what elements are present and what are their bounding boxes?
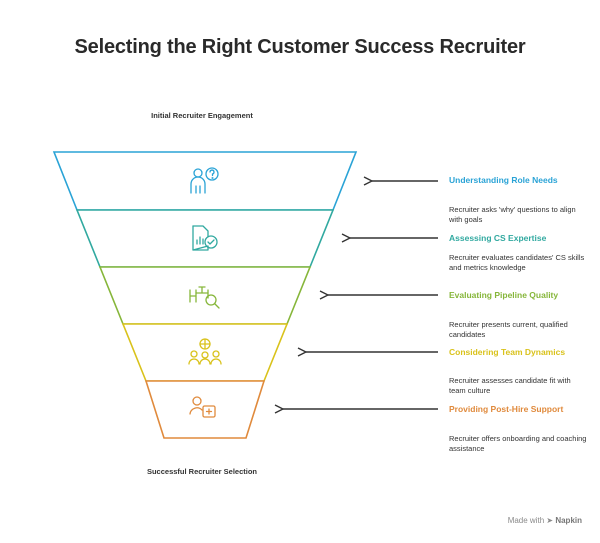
stage-1-title: Understanding Role Needs xyxy=(449,175,558,185)
stage-1-description: Recruiter asks 'why' questions to align … xyxy=(449,205,576,224)
funnel-bottom-label: Successful Recruiter Selection xyxy=(146,467,258,476)
page-title: Selecting the Right Customer Success Rec… xyxy=(74,36,526,58)
stage-3-description: Recruiter presents current, qualified ca… xyxy=(449,320,568,339)
stage-5-description: Recruiter offers onboarding and coaching… xyxy=(449,434,587,453)
stage-5-title: Providing Post-Hire Support xyxy=(449,404,564,414)
stage-2-title: Assessing CS Expertise xyxy=(449,233,547,243)
person-question-icon xyxy=(190,167,219,194)
funnel-segment-2 xyxy=(75,209,335,268)
funnel-segment-5 xyxy=(144,380,266,439)
person-support-icon xyxy=(189,396,216,418)
funnel-segment-3 xyxy=(98,266,312,325)
document-chart-check-icon xyxy=(192,225,218,251)
stage-3-title: Evaluating Pipeline Quality xyxy=(449,290,559,300)
napkin-watermark: Made with ➤ Napkin xyxy=(508,516,582,525)
stage-2-description: Recruiter evaluates candidates' CS skill… xyxy=(449,253,585,272)
made-with-text: Made with xyxy=(507,516,545,525)
napkin-brand: Napkin xyxy=(555,516,582,525)
funnel-top-label: Initial Recruiter Engagement xyxy=(151,111,253,120)
stage-4-title: Considering Team Dynamics xyxy=(449,347,566,357)
stage-4-description: Recruiter assesses candidate fit with te… xyxy=(449,376,571,395)
napkin-logo-icon: ➤ xyxy=(546,516,554,525)
team-group-icon xyxy=(188,338,222,365)
pipeline-magnifier-icon xyxy=(189,286,220,309)
